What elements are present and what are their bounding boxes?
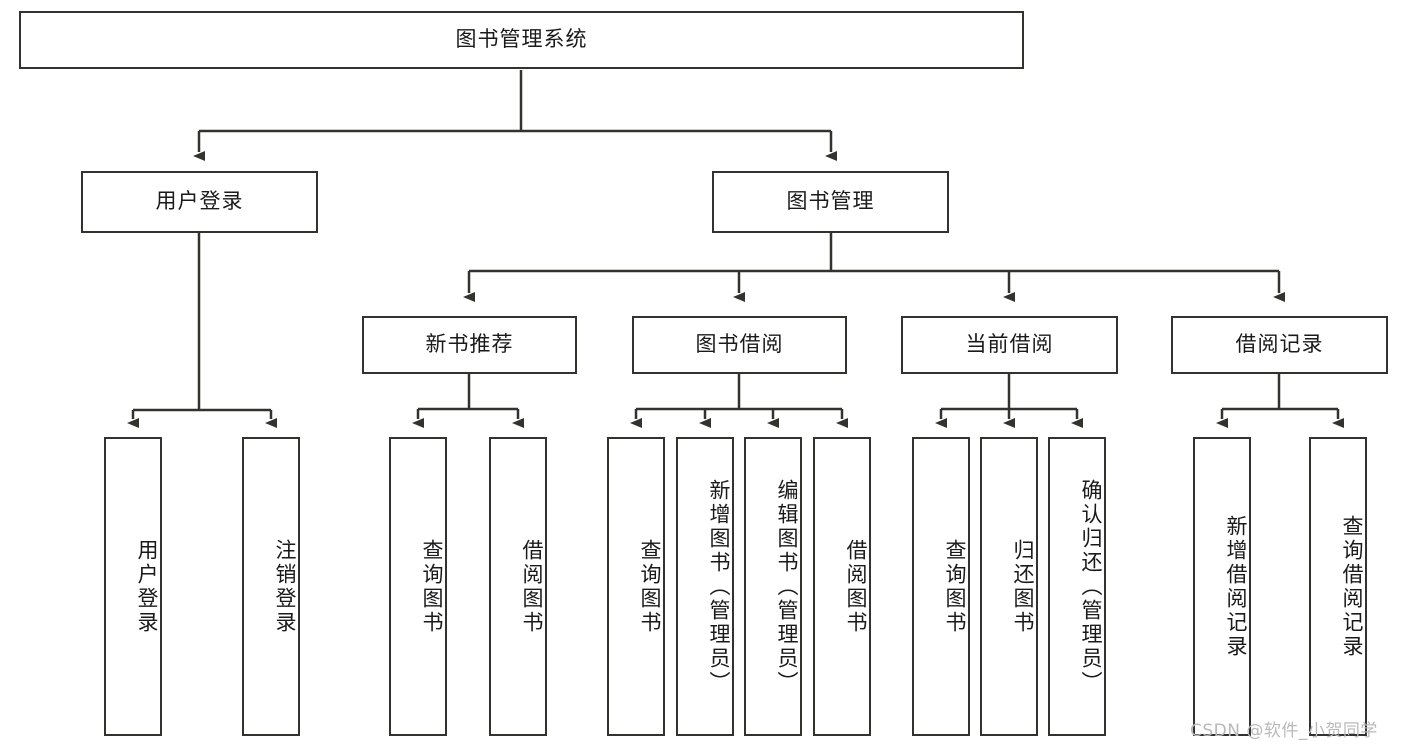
node-new-book-recommend[interactable]: 新书推荐 bbox=[362, 316, 577, 374]
leaf-query-book-borrow[interactable]: 查询图书 bbox=[607, 437, 665, 736]
node-label: 当前借阅 bbox=[965, 332, 1054, 357]
node-label: 用户登录 bbox=[155, 189, 244, 214]
node-label: 归还图书 bbox=[1011, 538, 1035, 635]
leaf-query-book-current[interactable]: 查询图书 bbox=[912, 437, 970, 736]
leaf-logout[interactable]: 注销登录 bbox=[242, 437, 300, 736]
node-label: 编辑图书（管理员） bbox=[775, 478, 799, 695]
leaf-borrow-book-recommend[interactable]: 借阅图书 bbox=[489, 437, 547, 736]
leaf-query-book-recommend[interactable]: 查询图书 bbox=[389, 437, 447, 736]
node-root-book-management-system[interactable]: 图书管理系统 bbox=[19, 11, 1024, 69]
node-label: 新书推荐 bbox=[425, 332, 514, 357]
node-book-borrow[interactable]: 图书借阅 bbox=[632, 316, 847, 374]
leaf-edit-book-admin[interactable]: 编辑图书（管理员） bbox=[744, 437, 802, 736]
leaf-query-borrow-record[interactable]: 查询借阅记录 bbox=[1309, 437, 1367, 736]
node-label: 图书借阅 bbox=[695, 332, 784, 357]
node-label: 图书管理系统 bbox=[455, 27, 588, 52]
leaf-user-login[interactable]: 用户登录 bbox=[104, 437, 162, 736]
node-label: 查询图书 bbox=[943, 538, 967, 635]
node-user-login[interactable]: 用户登录 bbox=[81, 171, 318, 233]
leaf-add-borrow-record[interactable]: 新增借阅记录 bbox=[1193, 437, 1251, 736]
node-label: 注销登录 bbox=[273, 538, 297, 635]
node-label: 确认归还（管理员） bbox=[1079, 478, 1103, 695]
node-label: 查询图书 bbox=[638, 538, 662, 635]
node-label: 新增借阅记录 bbox=[1224, 514, 1248, 659]
node-label: 新增图书（管理员） bbox=[707, 478, 731, 695]
watermark: CSDN @软件_小贺同学 bbox=[1190, 721, 1378, 741]
node-current-borrow[interactable]: 当前借阅 bbox=[901, 316, 1118, 374]
node-label: 查询借阅记录 bbox=[1340, 514, 1364, 659]
node-label: 借阅记录 bbox=[1235, 332, 1324, 357]
leaf-return-book[interactable]: 归还图书 bbox=[980, 437, 1038, 736]
node-book-management[interactable]: 图书管理 bbox=[712, 171, 949, 233]
leaf-confirm-return-admin[interactable]: 确认归还（管理员） bbox=[1048, 437, 1106, 736]
node-label: 查询图书 bbox=[420, 538, 444, 635]
node-label: 用户登录 bbox=[135, 538, 159, 635]
node-label: 借阅图书 bbox=[520, 538, 544, 635]
leaf-borrow-book[interactable]: 借阅图书 bbox=[813, 437, 871, 736]
node-label: 图书管理 bbox=[786, 189, 875, 214]
leaf-add-book-admin[interactable]: 新增图书（管理员） bbox=[676, 437, 734, 736]
node-borrow-records[interactable]: 借阅记录 bbox=[1171, 316, 1388, 374]
node-label: 借阅图书 bbox=[844, 538, 868, 635]
